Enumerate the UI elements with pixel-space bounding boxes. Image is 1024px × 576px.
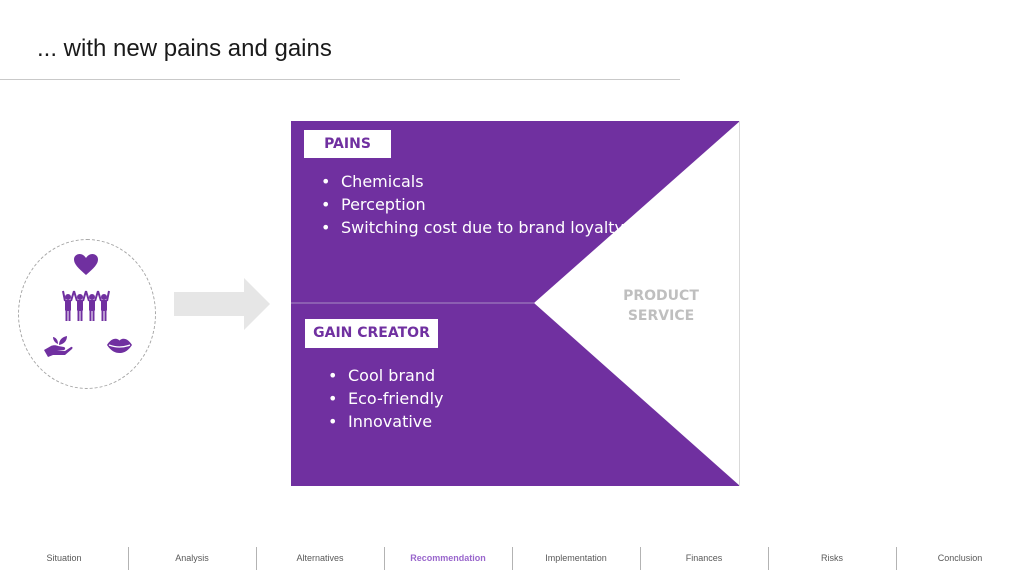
product-service-label: PRODUCT SERVICE (611, 286, 711, 326)
nav-item-finances[interactable]: Finances (685, 553, 723, 563)
nav-item-conclusion[interactable]: Conclusion (937, 553, 983, 563)
nav-item-risks[interactable]: Risks (821, 553, 843, 563)
product-service-area (534, 121, 740, 486)
heart-icon (74, 254, 98, 275)
value-proposition-canvas: PAINS Chemicals Perception Switching cos… (291, 121, 740, 486)
pain-item: Switching cost due to brand loyalty (316, 216, 624, 239)
nav-separator (128, 547, 129, 570)
service-label: SERVICE (627, 308, 695, 324)
gain-creator-label: GAIN CREATOR (305, 319, 438, 348)
flow-arrow-icon (174, 278, 270, 330)
pains-label: PAINS (304, 130, 391, 158)
gain-item: Eco-friendly (323, 387, 443, 410)
title-divider (0, 79, 680, 80)
nav-separator (384, 547, 385, 570)
nav-separator (640, 547, 641, 570)
nav-item-situation[interactable]: Situation (46, 553, 82, 563)
pain-item: Chemicals (316, 170, 624, 193)
customer-profile-circle (18, 239, 156, 389)
nav-item-alternatives[interactable]: Alternatives (296, 553, 344, 563)
nav-item-analysis[interactable]: Analysis (175, 553, 209, 563)
pain-item: Perception (316, 193, 624, 216)
product-label: PRODUCT (623, 288, 699, 304)
slide-title: ... with new pains and gains (37, 35, 332, 62)
nav-item-implementation[interactable]: Implementation (545, 553, 607, 563)
nav-item-recommendation[interactable]: Recommendation (410, 553, 486, 563)
nav-separator (512, 547, 513, 570)
lips-icon (107, 338, 132, 353)
nav-separator (896, 547, 897, 570)
gain-item: Innovative (323, 410, 443, 433)
hand-plant-icon (44, 336, 73, 357)
gain-item: Cool brand (323, 364, 443, 387)
pains-list: Chemicals Perception Switching cost due … (316, 170, 624, 239)
nav-separator (256, 547, 257, 570)
section-navigation: Situation Analysis Alternatives Recommen… (0, 545, 1024, 573)
gains-list: Cool brand Eco-friendly Innovative (323, 364, 443, 433)
nav-separator (768, 547, 769, 570)
people-icon (62, 290, 110, 321)
